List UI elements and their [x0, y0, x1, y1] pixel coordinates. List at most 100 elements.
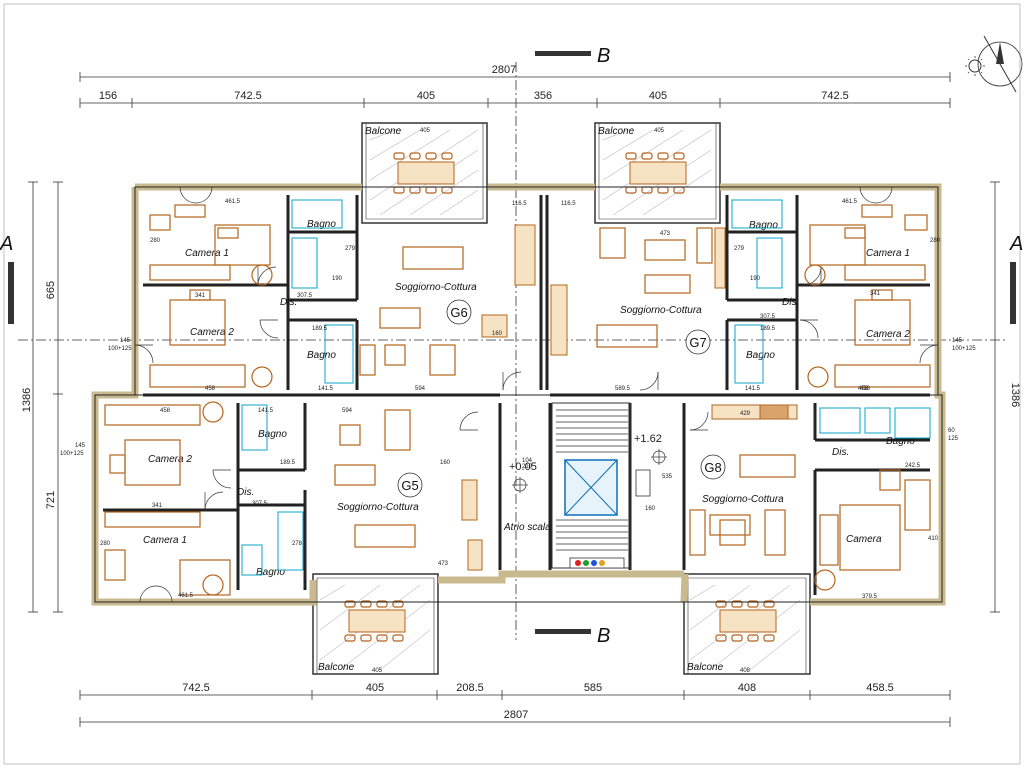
g5-dis: Dis.	[237, 487, 254, 498]
balcony-bottom-right-label: Balcone	[687, 662, 724, 673]
svg-text:60: 60	[948, 428, 955, 434]
svg-text:307.5: 307.5	[760, 314, 776, 320]
bottom-dim-6: 458.5	[866, 682, 894, 694]
svg-text:280: 280	[150, 238, 161, 244]
left-dimension-lines: 1386 665 721	[21, 181, 63, 613]
svg-text:104: 104	[522, 458, 533, 464]
g7-dis: Dis.	[782, 297, 799, 308]
top-dim-4: 356	[534, 90, 552, 102]
top-dim-6: 742.5	[821, 90, 849, 102]
left-total-dim: 1386	[21, 388, 33, 412]
unit-g5-label: G5	[401, 478, 418, 493]
svg-text:461.5: 461.5	[225, 199, 241, 205]
stair-core: Atrio scala +0.05 +1.62 104 210 535 160	[503, 402, 673, 569]
svg-text:458: 458	[858, 386, 869, 392]
section-a-right-bar	[1010, 262, 1016, 324]
svg-text:141.5: 141.5	[745, 386, 761, 392]
svg-text:141.5: 141.5	[258, 408, 274, 414]
svg-text:189.5: 189.5	[280, 460, 296, 466]
door-swings	[134, 186, 939, 603]
g7-bagno2: Bagno	[746, 350, 775, 361]
top-dim-2: 742.5	[234, 90, 262, 102]
svg-text:405: 405	[654, 128, 665, 134]
svg-text:242.5: 242.5	[905, 463, 921, 469]
landing-level: +1.62	[634, 433, 662, 445]
svg-text:341: 341	[152, 503, 163, 509]
section-b-top-bar	[535, 51, 591, 56]
bottom-dim-3: 208.5	[456, 682, 484, 694]
atrio-level: +0.05	[509, 461, 537, 473]
right-dimension-lines: 1386	[990, 181, 1021, 613]
bottom-dim-2: 405	[366, 682, 384, 694]
svg-text:278: 278	[292, 541, 303, 547]
svg-text:189.5: 189.5	[760, 326, 776, 332]
svg-text:341: 341	[870, 291, 881, 297]
g7-camera1: Camera 1	[866, 248, 910, 259]
g8-soggiorno: Soggiorno-Cottura	[702, 494, 784, 505]
svg-text:410: 410	[928, 536, 939, 542]
g6-dis: Dis.	[280, 297, 297, 308]
top-dim-5: 405	[649, 90, 667, 102]
unit-g7: G7 Camera 1 Camera 2 Bagno Bagno Dis. So…	[550, 199, 976, 392]
svg-text:210: 210	[522, 464, 533, 470]
interior-walls	[103, 195, 930, 595]
top-dimension-lines: 2807 156 742.5 405 356 405 742.5	[79, 64, 951, 108]
svg-text:473: 473	[438, 561, 449, 567]
bottom-total-dim: 2807	[504, 709, 528, 721]
svg-text:473: 473	[660, 231, 671, 237]
unit-g6-label: G6	[450, 305, 467, 320]
svg-text:458: 458	[205, 386, 216, 392]
svg-text:594: 594	[342, 408, 353, 414]
section-a-left-label: A	[0, 233, 13, 255]
svg-text:458: 458	[160, 408, 171, 414]
svg-text:405: 405	[372, 668, 383, 674]
g6-bagno1: Bagno	[307, 219, 336, 230]
bottom-dim-5: 408	[738, 682, 756, 694]
compass-icon	[965, 35, 1023, 93]
section-b-bottom-bar	[535, 629, 591, 634]
section-b-top-label: B	[597, 45, 610, 67]
unit-g6: G6 Camera 1 Camera 2 Bagno Bagno Dis. So…	[108, 199, 536, 392]
g5-camera1: Camera 1	[143, 535, 187, 546]
balcony-top-right: Balcone 405	[594, 122, 721, 224]
right-total-dim: 1386	[1009, 383, 1021, 407]
g8-bagno: Bagno	[886, 436, 915, 447]
page-frame	[3, 3, 1021, 765]
svg-text:280: 280	[100, 541, 111, 547]
svg-text:160: 160	[645, 506, 656, 512]
g6-bagno2: Bagno	[307, 350, 336, 361]
bottom-dim-4: 585	[584, 682, 602, 694]
left-upper-dim: 665	[45, 281, 57, 299]
building-outline	[91, 183, 946, 606]
svg-text:189.5: 189.5	[312, 326, 328, 332]
svg-text:141.5: 141.5	[318, 386, 334, 392]
balcony-bottom-right: Balcone 408	[683, 573, 811, 675]
left-lower-dim: 721	[45, 491, 57, 509]
balcony-bottom-left: Balcone 405	[312, 573, 439, 675]
svg-text:341: 341	[195, 293, 206, 299]
balcony-top-right-label: Balcone	[598, 126, 635, 137]
g6-camera1: Camera 1	[185, 248, 229, 259]
atrio-label: Atrio scala	[503, 522, 551, 533]
svg-text:458: 458	[860, 386, 871, 392]
svg-text:589.5: 589.5	[615, 386, 631, 392]
svg-text:190: 190	[332, 276, 343, 282]
g8-camera: Camera	[846, 534, 882, 545]
svg-text:160: 160	[440, 460, 451, 466]
unit-g8-label: G8	[704, 460, 721, 475]
svg-text:160: 160	[492, 331, 503, 337]
g5-soggiorno: Soggiorno-Cottura	[337, 502, 419, 513]
section-markers: B B A A	[0, 45, 1023, 647]
section-a-right-label: A	[1009, 233, 1023, 255]
svg-text:379.5: 379.5	[862, 594, 878, 600]
svg-text:279: 279	[734, 246, 745, 252]
g5-bagno1: Bagno	[258, 429, 287, 440]
svg-text:100+125: 100+125	[60, 451, 84, 457]
section-a-left-bar	[8, 262, 14, 324]
svg-text:100+125: 100+125	[108, 346, 132, 352]
svg-text:408: 408	[740, 668, 751, 674]
g5-bagno2: Bagno	[256, 567, 285, 578]
svg-text:100+125: 100+125	[952, 346, 976, 352]
g8-dis: Dis.	[832, 447, 849, 458]
